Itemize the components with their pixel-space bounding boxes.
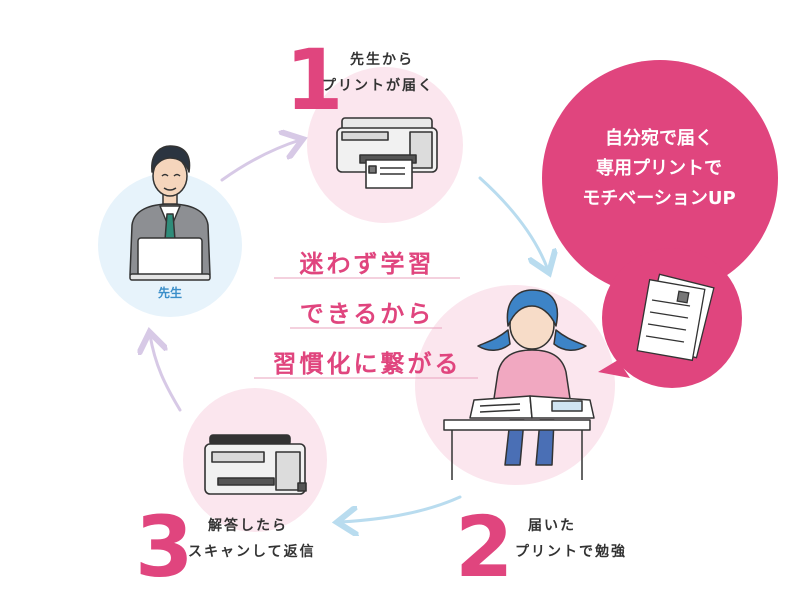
worksheet-papers-icon: [636, 273, 715, 362]
step1-number: 1: [285, 31, 344, 129]
callout-line2: 専用プリントで: [596, 158, 722, 179]
arrow-step1-to-step2: [478, 176, 548, 270]
step3-label-line2: スキャンして返信: [188, 544, 316, 560]
step2-number: 2: [455, 498, 514, 596]
center-message-line3: 習慣化に繋がる: [272, 350, 462, 378]
printer-scanning-icon: [204, 434, 307, 495]
step2-label-line2: プリントで勉強: [515, 544, 627, 560]
step2-label-line1: 届いた: [528, 518, 576, 534]
step1-label-line2: プリントが届く: [322, 78, 434, 94]
printer-receiving-icon: [336, 117, 438, 189]
step3-number: 3: [135, 498, 194, 596]
teacher-illustration: [129, 145, 211, 281]
callout-line3: モチベーションUP: [582, 188, 736, 209]
student-illustration: [443, 289, 595, 480]
step3-label-line1: 解答したら: [208, 518, 288, 534]
center-message-line2: できるから: [299, 300, 435, 328]
callout-line1: 自分宛で届く: [605, 128, 713, 149]
arrow-step3-to-teacher: [150, 335, 182, 412]
center-message-line1: 迷わず学習: [299, 250, 435, 278]
step1-label-line1: 先生から: [350, 52, 414, 68]
arrow-teacher-to-step1: [220, 140, 300, 182]
arrow-step2-to-step3: [340, 495, 462, 522]
teacher-label: 先生: [157, 286, 182, 300]
